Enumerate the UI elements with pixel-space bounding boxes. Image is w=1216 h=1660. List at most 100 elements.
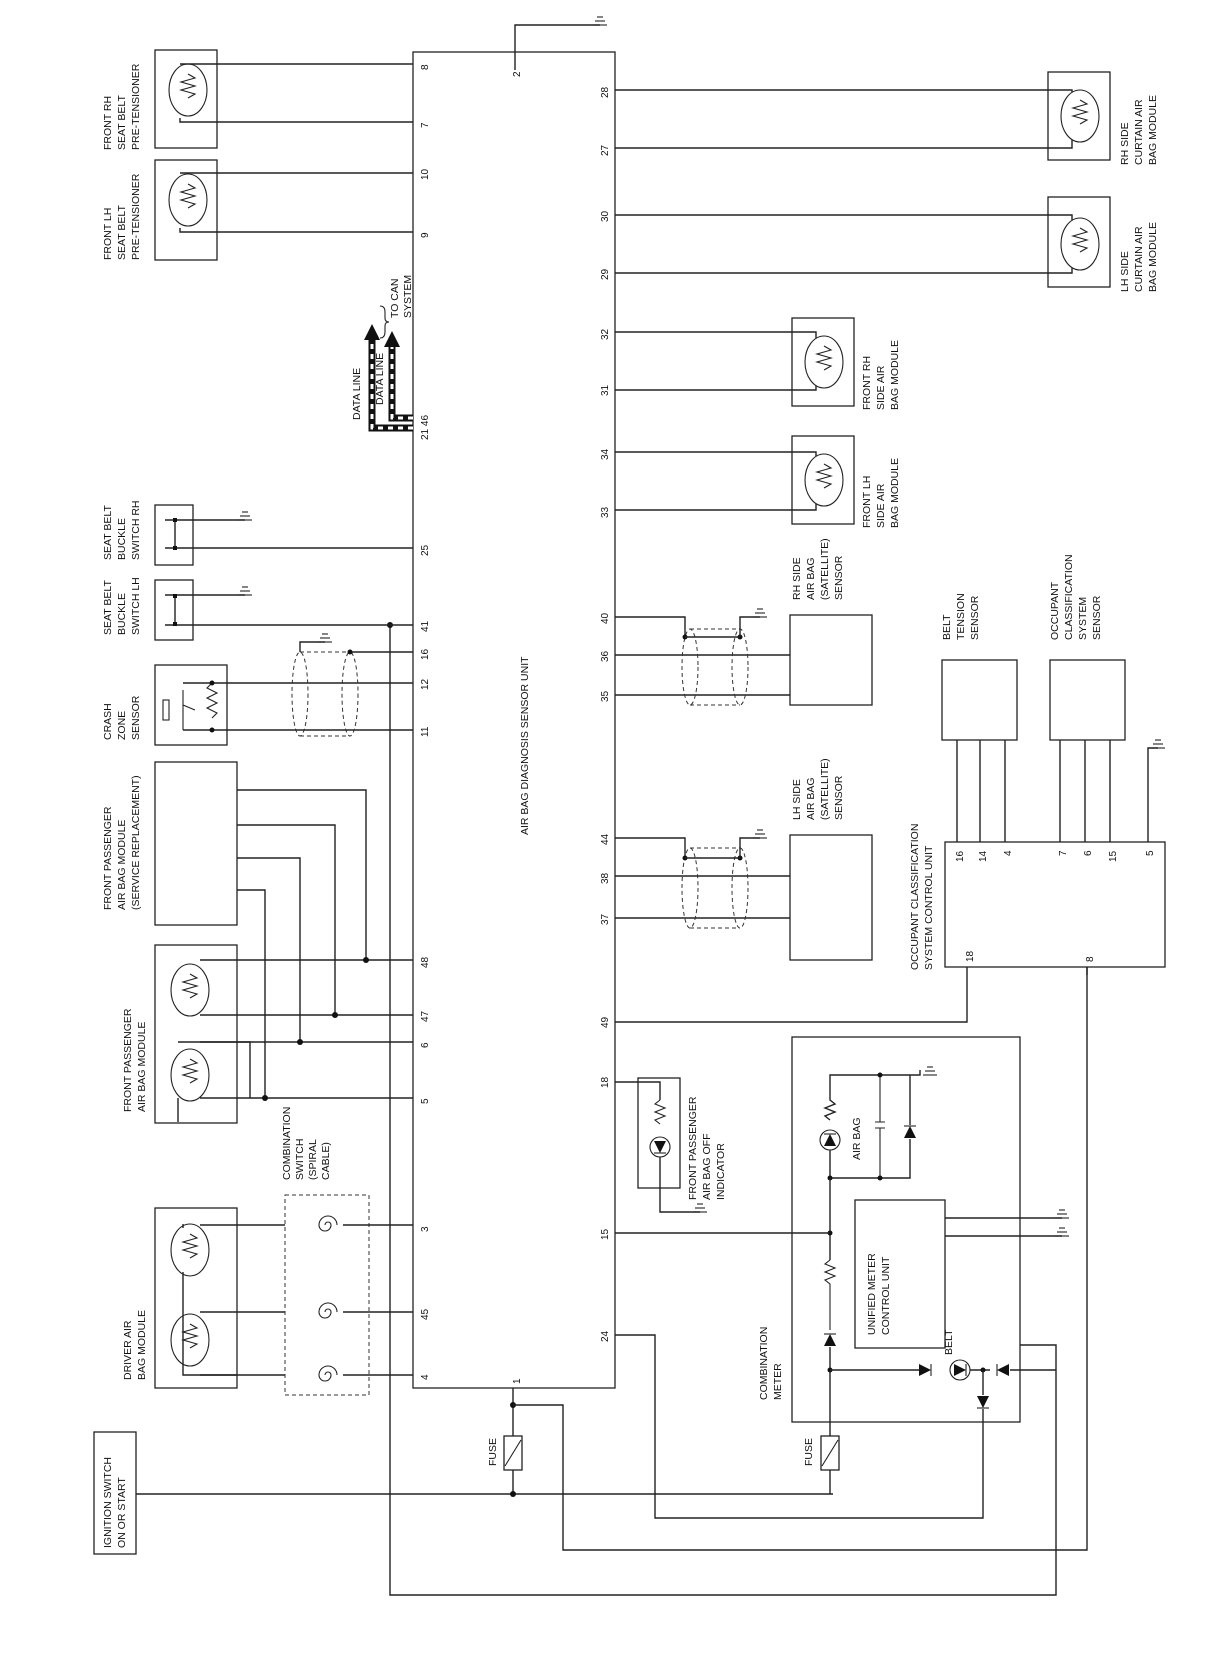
combination-switch-label-1: COMBINATION — [281, 1107, 293, 1180]
pin-33: 33 — [600, 506, 611, 518]
pin-48: 48 — [420, 956, 431, 968]
rh-satellite-label-4: SENSOR — [833, 555, 845, 600]
ocs-pin-8: 8 — [1085, 956, 1096, 962]
occupant-unit-label-2: SYSTEM CONTROL UNIT — [923, 845, 935, 970]
seat-belt-buckle-switch-lh — [154, 579, 194, 641]
pin-8: 8 — [420, 64, 431, 70]
front-lh-side-label-3: BAG MODULE — [889, 458, 901, 528]
occupant-sensor-label-1: OCCUPANT — [1049, 581, 1061, 640]
lh-satellite-label-3: (SATELLITE) — [819, 758, 831, 820]
pin-2: 2 — [512, 71, 523, 77]
pin-38: 38 — [600, 872, 611, 884]
pretensioner-lh-label-2: SEAT BELT — [116, 205, 128, 260]
ignition-switch-box — [93, 1431, 137, 1555]
crash-zone-label-2: ZONE — [116, 711, 128, 740]
pin-18: 18 — [600, 1076, 611, 1088]
driver-air-bag-module — [154, 1207, 238, 1389]
rh-curtain-label-2: CURTAIN AIR — [1133, 99, 1145, 165]
belt-tension-sensor — [941, 659, 1018, 741]
rh-side-air-bag-satellite-sensor — [789, 614, 873, 706]
front-passenger-module-label-2: AIR BAG MODULE — [136, 1022, 148, 1112]
crash-zone-sensor — [154, 664, 228, 746]
rh-satellite-label-1: RH SIDE — [791, 557, 803, 600]
pin-41: 41 — [420, 620, 431, 632]
buckle-rh-label-2: BUCKLE — [116, 518, 128, 560]
pin-37: 37 — [600, 913, 611, 925]
pin-27: 27 — [600, 144, 611, 156]
belt-tension-label-1: BELT — [941, 614, 953, 640]
buckle-lh-label-1: SEAT BELT — [102, 580, 114, 635]
indicator-label-2: AIR BAG OFF — [701, 1133, 713, 1200]
ocs-pin-16: 16 — [955, 850, 966, 862]
pin-12: 12 — [420, 678, 431, 690]
air-bag-lamp-label: AIR BAG — [851, 1117, 863, 1160]
pin-44: 44 — [600, 833, 611, 845]
occupant-classification-system-sensor — [1049, 659, 1126, 741]
service-replacement-label-3: (SERVICE REPLACEMENT) — [130, 775, 142, 910]
pin-34: 34 — [600, 448, 611, 460]
to-can-system-label-2: SYSTEM — [402, 275, 414, 318]
unified-meter-label-2: CONTROL UNIT — [880, 1256, 892, 1335]
front-rh-side-label-3: BAG MODULE — [889, 340, 901, 410]
combination-switch-label-2: SWITCH — [294, 1139, 306, 1180]
front-passenger-module-label-1: FRONT PASSENGER — [122, 1008, 134, 1112]
pin-40: 40 — [600, 612, 611, 624]
rh-side-curtain-air-bag-module — [1047, 71, 1111, 161]
combination-meter-label-1: COMBINATION — [758, 1327, 770, 1400]
rh-curtain-label-3: BAG MODULE — [1147, 95, 1159, 165]
ignition-switch-label-1: IGNITION SWITCH — [102, 1457, 114, 1548]
combination-switch-spiral-cable — [284, 1194, 370, 1396]
lh-side-air-bag-satellite-sensor — [789, 834, 873, 961]
lh-curtain-label-1: LH SIDE — [1119, 251, 1131, 292]
pin-15: 15 — [600, 1228, 611, 1240]
lh-satellite-label-2: AIR BAG — [805, 777, 817, 820]
buckle-lh-label-3: SWITCH LH — [130, 577, 142, 635]
front-passenger-air-bag-service-replacement — [154, 761, 238, 926]
ocs-pin-4: 4 — [1003, 850, 1014, 856]
lh-satellite-label-1: LH SIDE — [791, 779, 803, 820]
buckle-rh-label-3: SWITCH RH — [130, 501, 142, 561]
pin-4: 4 — [420, 1374, 431, 1380]
rh-curtain-label-1: RH SIDE — [1119, 122, 1131, 165]
pin-16: 16 — [420, 648, 431, 660]
pin-21-46: 21 46 — [420, 415, 431, 440]
pin-3: 3 — [420, 1226, 431, 1232]
pin-36: 36 — [600, 650, 611, 662]
combination-switch-label-3: (SPIRAL — [307, 1139, 319, 1180]
pin-11: 11 — [420, 726, 431, 737]
front-lh-side-label-2: SIDE AIR — [875, 483, 887, 528]
occupant-sensor-label-4: SENSOR — [1091, 595, 1103, 640]
air-bag-diagnosis-sensor-unit — [412, 51, 616, 1389]
pin-49: 49 — [600, 1016, 611, 1028]
pretensioner-rh-label-1: FRONT RH — [102, 96, 114, 150]
rh-satellite-label-2: AIR BAG — [805, 557, 817, 600]
combination-switch-label-4: CABLE) — [320, 1142, 332, 1180]
front-rh-side-air-bag-module — [791, 317, 855, 407]
seat-belt-buckle-switch-rh — [154, 504, 194, 566]
front-lh-seat-belt-pretensioner — [154, 159, 218, 261]
pretensioner-lh-label-1: FRONT LH — [102, 208, 114, 260]
pin-6: 6 — [420, 1042, 431, 1048]
pin-7: 7 — [420, 122, 431, 128]
data-line-1-label: DATA LINE — [351, 368, 363, 420]
pin-31: 31 — [600, 384, 611, 396]
indicator-label-3: INDICATOR — [715, 1143, 727, 1200]
service-replacement-label-2: AIR BAG MODULE — [116, 820, 128, 910]
driver-air-bag-label-1: DRIVER AIR — [122, 1320, 134, 1380]
pin-24: 24 — [600, 1330, 611, 1342]
combination-meter-label-2: METER — [772, 1363, 784, 1400]
belt-tension-label-3: SENSOR — [969, 595, 981, 640]
pin-1: 1 — [512, 1378, 523, 1384]
front-passenger-air-bag-off-indicator — [637, 1077, 681, 1189]
pin-28: 28 — [600, 86, 611, 98]
belt-tension-label-2: TENSION — [955, 593, 967, 640]
sensor-unit-label: AIR BAG DIAGNOSIS SENSOR UNIT — [519, 656, 531, 835]
pin-10: 10 — [420, 168, 431, 180]
ocs-pin-6: 6 — [1083, 850, 1094, 856]
lh-curtain-label-3: BAG MODULE — [1147, 222, 1159, 292]
pin-29: 29 — [600, 268, 611, 280]
unified-meter-label-1: UNIFIED METER — [866, 1253, 878, 1335]
ignition-switch-label-2: ON OR START — [116, 1477, 128, 1548]
occupant-sensor-label-3: SYSTEM — [1077, 597, 1089, 640]
